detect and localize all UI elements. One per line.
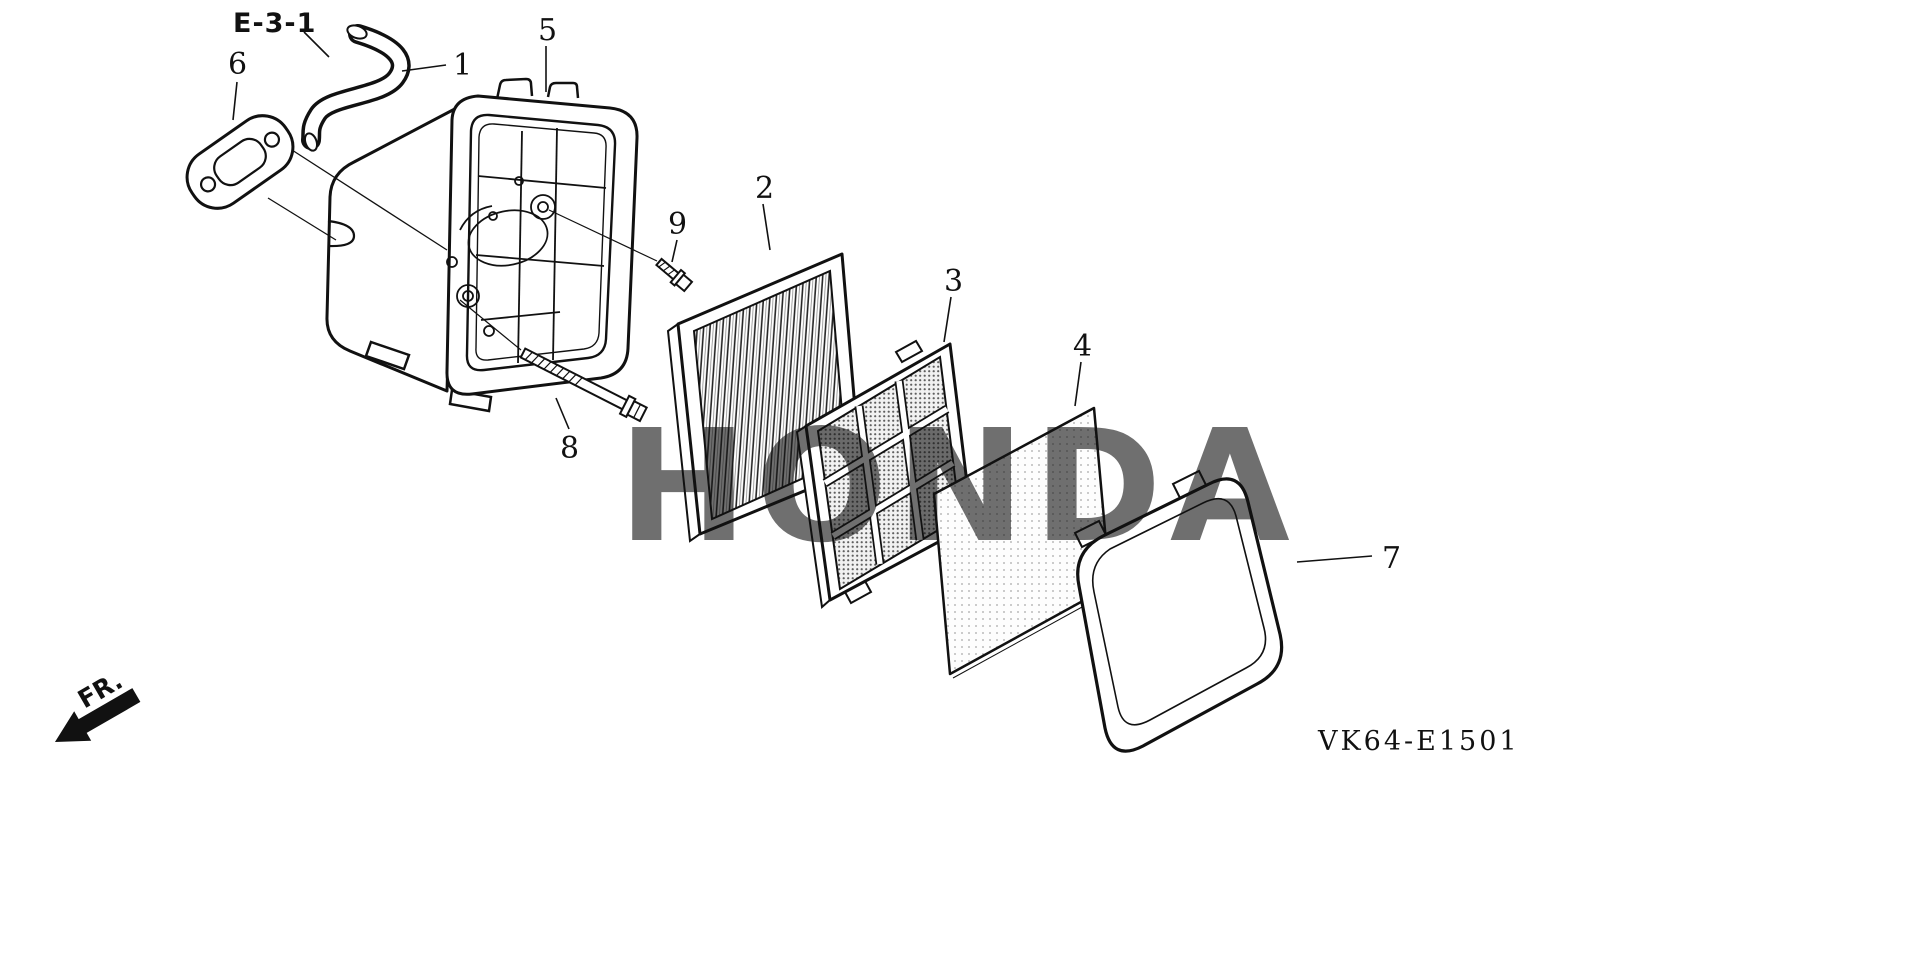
grid-dividers <box>823 380 955 565</box>
element-grid <box>795 339 974 609</box>
case-hose-notch <box>327 219 356 248</box>
callout-5: 5 <box>538 13 557 48</box>
callout-6: 6 <box>228 47 247 82</box>
air-cleaner-cover <box>1073 469 1284 753</box>
case-opening <box>465 113 617 372</box>
tube-end <box>303 132 319 152</box>
callout-8: 8 <box>560 431 579 466</box>
case-tab <box>495 77 534 100</box>
drawing-code: VK64-E1501 <box>1317 726 1520 757</box>
tube-end <box>346 24 368 40</box>
cover-face-line <box>1091 497 1267 726</box>
breather-tube <box>301 24 411 152</box>
callout-leader-lines <box>232 31 1373 563</box>
reference-label: E-3-1 <box>233 8 316 39</box>
long-bolt <box>519 347 649 423</box>
case-interior-detail <box>446 127 607 364</box>
callout-4: 4 <box>1073 329 1092 364</box>
gasket-alignment-lines <box>267 149 448 251</box>
fr-direction: FR. <box>54 666 141 742</box>
case-opening-inner <box>475 123 607 361</box>
honda-watermark: HONDA <box>618 396 1298 577</box>
callout-9: 9 <box>668 207 687 242</box>
callout-3: 3 <box>944 264 963 299</box>
fr-arrow-icon <box>54 688 141 742</box>
carburetor-gasket <box>185 114 295 210</box>
short-bolt <box>655 257 694 293</box>
callout-7: 7 <box>1382 541 1401 576</box>
case-tab <box>546 81 580 99</box>
grid-tab <box>894 339 924 364</box>
case-foot <box>364 340 411 371</box>
air-cleaner-case <box>325 77 639 413</box>
bolt-8-axis-line <box>459 299 522 351</box>
cover-shell <box>1076 477 1284 753</box>
case-body <box>325 100 470 393</box>
bolt-9-axis-line <box>548 209 658 262</box>
callout-2: 2 <box>755 171 774 206</box>
callout-1: 1 <box>453 48 472 83</box>
